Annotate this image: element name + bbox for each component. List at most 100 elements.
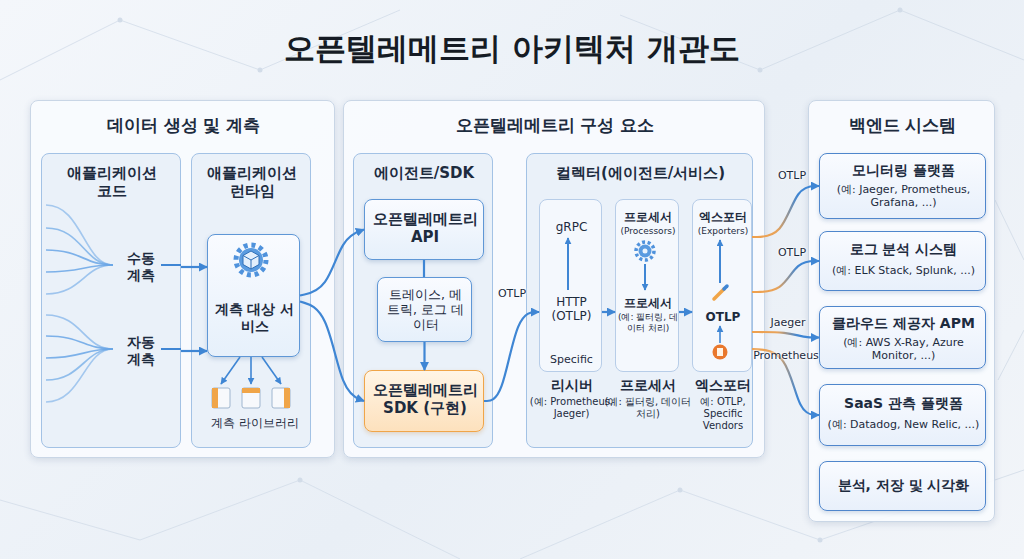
network-dots <box>118 8 903 543</box>
library-arrow <box>221 357 240 384</box>
flow-connector <box>602 311 615 313</box>
library-icon <box>272 388 290 408</box>
fan-curve <box>46 336 113 349</box>
node-detail: 예: OTLP, Specific Vendors <box>689 396 757 432</box>
node-heading: 모니터링 플랫폼 <box>820 162 987 179</box>
arrow-stubs <box>161 265 181 349</box>
fan-curve <box>46 205 113 265</box>
node-heading: 백엔드 시스템 <box>809 115 996 135</box>
exporter-flow-arrow <box>719 240 721 283</box>
data-box: 트레이스, 메트릭, 로그 데이터 <box>377 277 472 342</box>
node-detail: (예: Jaeger, Prometheus, Grafana, ...) <box>824 183 983 209</box>
connector-label: OTLP <box>772 246 812 259</box>
library-icon-accent <box>284 388 290 408</box>
flow-connector <box>423 342 425 370</box>
sdk-box: 오픈텔레메트리 SDK (구현) <box>364 370 484 432</box>
exporter-flow-arrow <box>719 326 721 343</box>
flow-connector <box>752 349 819 415</box>
exporter-box: 엑스포터(Exporters)OTLP엑스포터예: OTLP, Specific… <box>692 199 752 372</box>
node-heading: SaaS 관측 플랫폼 <box>820 395 987 412</box>
node-heading: 컬렉터(에이전트/서비스) <box>527 164 754 182</box>
network-dot <box>678 488 683 493</box>
node-heading: 애플리케이션 코드 <box>57 164 167 200</box>
network-dot <box>898 8 903 13</box>
node-detail: 트레이스, 메트릭, 로그 데이터 <box>386 287 465 332</box>
flow-connector <box>484 312 539 401</box>
gear-hole <box>643 249 648 254</box>
service-gear-icon <box>236 245 266 275</box>
processor-gear-icon <box>636 242 654 260</box>
fan-curve <box>46 349 113 380</box>
pen-tip <box>724 286 727 289</box>
api-box: 오픈텔레메트리 API <box>364 199 484 260</box>
fan-curve <box>46 265 113 294</box>
fan-curve <box>46 315 113 349</box>
section-panel: 오픈텔레메트리 구성 요소에이전트/SDK 오픈텔레메트리 API 트레이스, 메트… <box>343 100 765 458</box>
flow-connector <box>300 230 364 296</box>
arrow-stub <box>161 348 181 350</box>
node-detail: (예: Datadog, New Relic, ...) <box>824 418 983 431</box>
section-panel: 데이터 생성 및 계측애플리케이션 코드수동 계측자동 계측애플리케이션 런타임… <box>30 100 335 458</box>
output-icon-body <box>713 345 728 360</box>
node-heading: 수동 계측 <box>120 250 162 284</box>
processor-box: 프로세서(Processors)프로세서(예: 필터링, 데이터 처리)프로세서… <box>615 199 679 372</box>
node-detail: (Processors) <box>616 226 680 237</box>
fan-curve <box>46 265 113 272</box>
library-arrows <box>221 357 281 384</box>
node-heading: 에이전트/SDK <box>354 164 494 182</box>
flow-connector <box>181 350 207 352</box>
column-box: 애플리케이션 코드수동 계측자동 계측 <box>41 153 181 448</box>
library-arrow <box>262 357 281 384</box>
flow-connector <box>679 311 692 313</box>
node-heading: 프로세서 <box>616 296 680 310</box>
flow-connector <box>423 260 425 277</box>
network-line <box>0 480 460 559</box>
node-heading: 엑스포터 <box>693 210 753 224</box>
column-box: 애플리케이션 런타임계측 대상 서비스 <box>191 153 311 448</box>
node-detail: (예: 필터링, 데이터 처리) <box>616 312 680 334</box>
node-detail: Specific <box>540 353 603 366</box>
node-heading: 리시버 <box>530 377 613 394</box>
library-arrow <box>250 357 252 384</box>
output-icon-mark <box>717 348 723 356</box>
library-icons <box>212 388 290 408</box>
diagram-title: 오픈텔레메트리 아키텍처 개관도 <box>0 28 1024 70</box>
fan-curve <box>46 250 113 265</box>
section-panel: 백엔드 시스템모니터링 플랫폼 (예: Jaeger, Prometheus, G… <box>808 100 995 522</box>
node-heading: 데이터 생성 및 계측 <box>31 115 336 135</box>
flow-connector <box>752 186 819 237</box>
network-dot <box>758 68 763 73</box>
gear-body <box>239 248 263 272</box>
node-heading: 오픈텔레메트리 구성 요소 <box>344 115 766 135</box>
node-heading: OTLP <box>693 310 753 324</box>
backend-box: SaaS 관측 플랫폼 (예: Datadog, New Relic, ...) <box>819 384 986 446</box>
node-heading: 분석, 저장 및 시각화 <box>820 477 987 494</box>
receiver-box: gRPCHTTP (OTLP)Specific리시버(예: Prometheus… <box>539 199 602 372</box>
network-dot <box>298 478 303 483</box>
node-heading: 프로세서 <box>616 210 680 224</box>
node-detail: gRPC <box>540 220 603 234</box>
flow-connector <box>752 332 819 338</box>
node-heading: 오픈텔레메트리 SDK (구현) <box>370 381 480 417</box>
column-box: 컬렉터(에이전트/서비스) gRPCHTTP (OTLP)Specific리시버(… <box>526 153 753 448</box>
network-dot <box>258 68 263 73</box>
flow-connector <box>300 302 364 402</box>
node-heading: 프로세서 <box>606 377 690 394</box>
connector-label: OTLP <box>772 169 812 182</box>
gear-cube <box>243 251 259 269</box>
library-icon-accent <box>212 388 218 408</box>
backend-box: 분석, 저장 및 시각화 <box>819 461 986 511</box>
column-box: 에이전트/SDK 오픈텔레메트리 API 트레이스, 메트릭, 로그 데이터오픈텔레… <box>353 153 493 448</box>
fan-curve <box>46 228 113 265</box>
instrumentation-fan <box>46 205 113 402</box>
service-box: 계측 대상 서비스 <box>207 234 300 357</box>
exporter-pen-icon <box>714 286 727 299</box>
node-detail: (예: AWS X-Ray, Azure Monitor, ...) <box>824 336 983 362</box>
connector-label: Jaeger <box>762 316 814 329</box>
receiver-flow-arrow <box>567 238 569 290</box>
arrow-stub <box>161 264 181 266</box>
network-dot <box>118 18 123 23</box>
processor-flow-arrow <box>644 264 646 290</box>
exporter-output-icon <box>713 345 728 360</box>
library-icon <box>212 388 230 408</box>
